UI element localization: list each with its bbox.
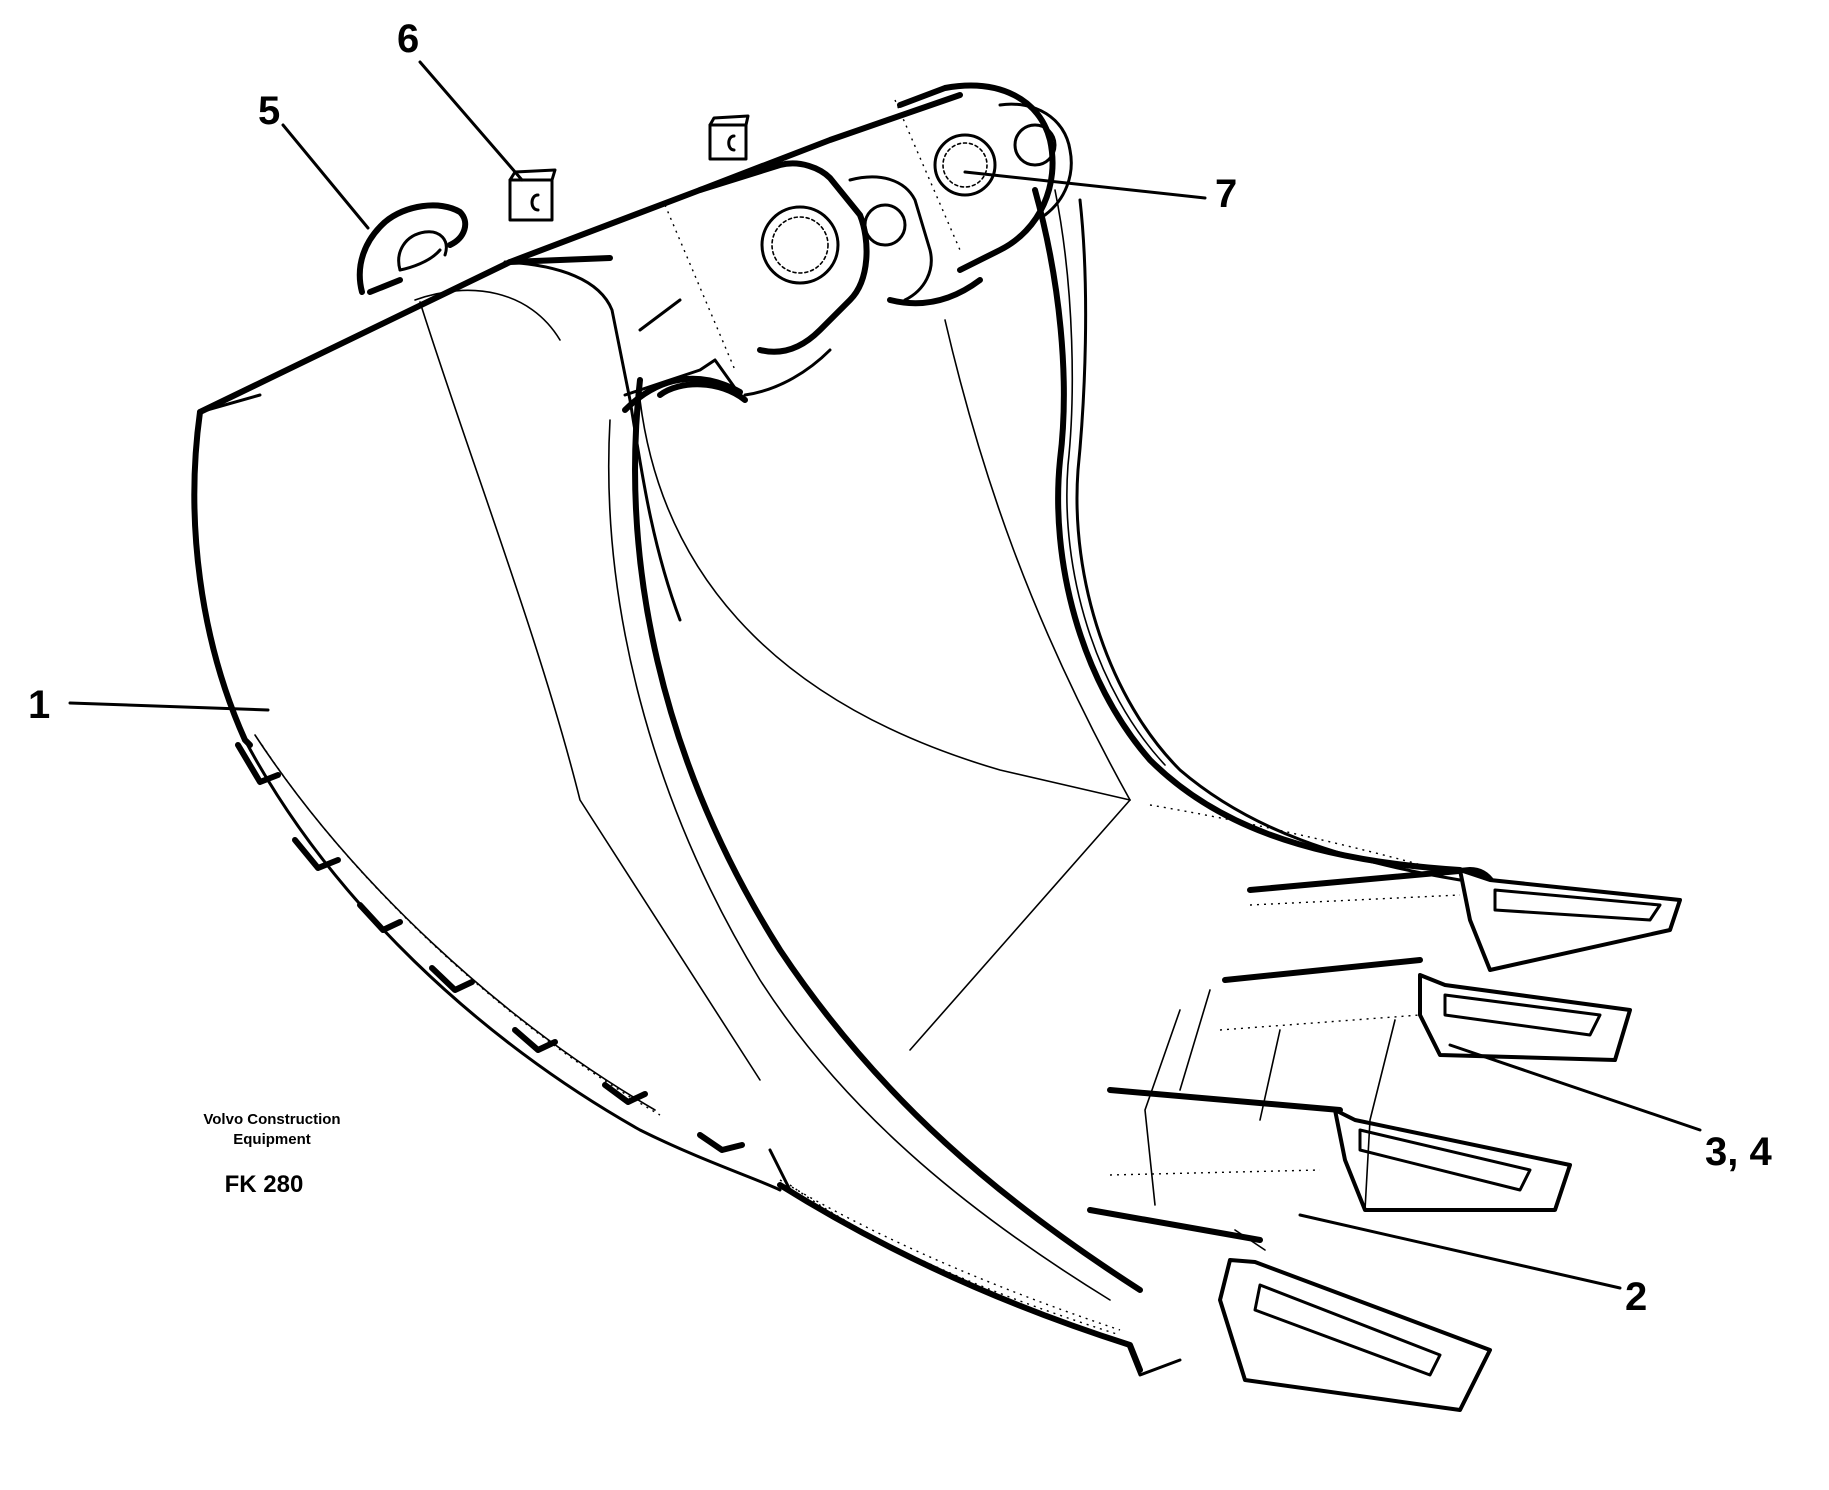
credit-line-1: Volvo Construction <box>203 1111 340 1128</box>
figure-credit: Volvo Construction Equipment FK 280 <box>203 1111 340 1198</box>
lifting-hook <box>356 202 469 295</box>
grease-nipple-left <box>508 168 557 222</box>
leader-2 <box>1298 1213 1622 1290</box>
grease-nipple-right <box>708 114 750 161</box>
callout-6: 6 <box>397 17 419 61</box>
callout-7: 7 <box>1215 172 1237 216</box>
hinge-bracket-left <box>664 160 933 397</box>
top-beam <box>507 92 963 413</box>
leader-1 <box>68 701 270 712</box>
leader-7 <box>963 170 1207 200</box>
leader-lines <box>68 60 1702 1290</box>
callout-labels: 1 2 3, 4 5 6 7 <box>28 17 1772 1319</box>
callout-5: 5 <box>258 89 280 133</box>
credit-line-2: Equipment <box>233 1131 311 1148</box>
hinge-bracket-right <box>887 82 1073 307</box>
leader-6 <box>418 60 524 182</box>
callout-3-4: 3, 4 <box>1705 1130 1772 1174</box>
teeth <box>1087 867 1682 1412</box>
leader-5 <box>281 123 370 230</box>
wear-pads <box>235 742 745 1153</box>
callout-1: 1 <box>28 683 50 727</box>
leader-3-4 <box>1448 1043 1702 1132</box>
bucket-body <box>191 187 1463 1377</box>
figure-code: FK 280 <box>225 1171 304 1198</box>
callout-2: 2 <box>1625 1275 1647 1319</box>
